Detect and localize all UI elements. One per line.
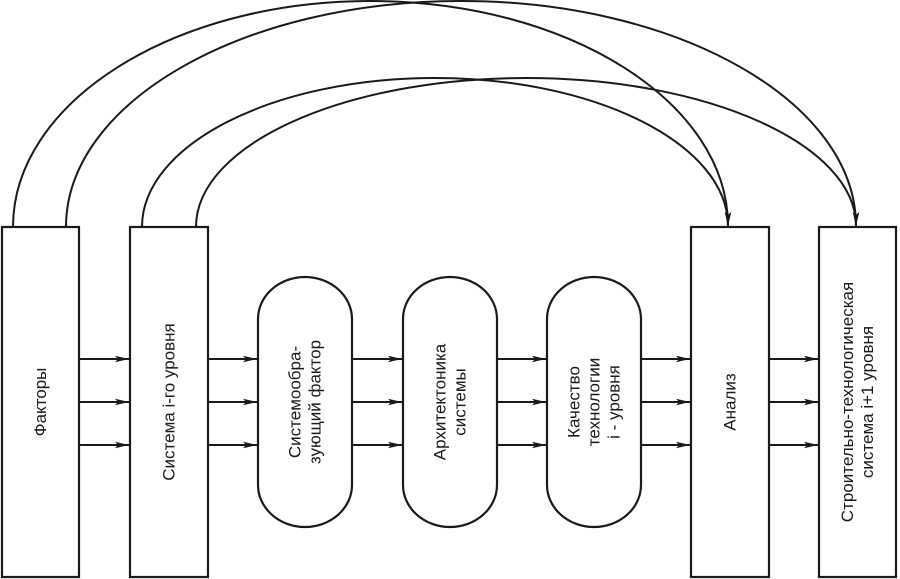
- node-label: система i+1 уровня: [858, 326, 877, 478]
- flow-arrows: [79, 355, 818, 449]
- node-label: системы: [451, 368, 470, 435]
- node-label: Системообра-: [286, 346, 305, 458]
- node-label: зующий фактор: [306, 340, 325, 464]
- node-label: Факторы: [31, 368, 50, 437]
- arc-factors-to-system-i1: [65, 0, 860, 228]
- node-system-i: Система i-го уровня: [128, 225, 210, 579]
- arc-system-i-to-system-i1: [195, 76, 860, 228]
- node-label: Строительно-технологическая: [838, 282, 857, 522]
- nodes: Факторы Система i-го уровня Системообра-зу…: [0, 225, 898, 579]
- node-label: Анализ: [721, 373, 740, 431]
- rect-box: [689, 225, 771, 579]
- rect-box: [128, 225, 210, 579]
- node-label: Архитектоника: [431, 343, 450, 460]
- rounded-box: [401, 275, 499, 529]
- node-label: технологии: [585, 358, 604, 446]
- node-label: Система i-го уровня: [160, 323, 179, 480]
- node-factors: Факторы: [0, 225, 81, 579]
- rounded-box: [256, 275, 354, 529]
- node-label: Качество: [565, 366, 584, 438]
- arc-factors-to-analysis: [12, 0, 732, 228]
- node-label: i - уровня: [605, 365, 624, 439]
- arc-system-i-to-analysis: [141, 76, 732, 228]
- rounded-box: [545, 275, 643, 529]
- node-analysis: Анализ: [689, 225, 771, 579]
- feedback-arcs: [12, 0, 860, 228]
- node-system-forming: Системообра-зующий фактор: [256, 275, 354, 529]
- rect-box: [0, 225, 81, 579]
- rect-box: [817, 225, 898, 579]
